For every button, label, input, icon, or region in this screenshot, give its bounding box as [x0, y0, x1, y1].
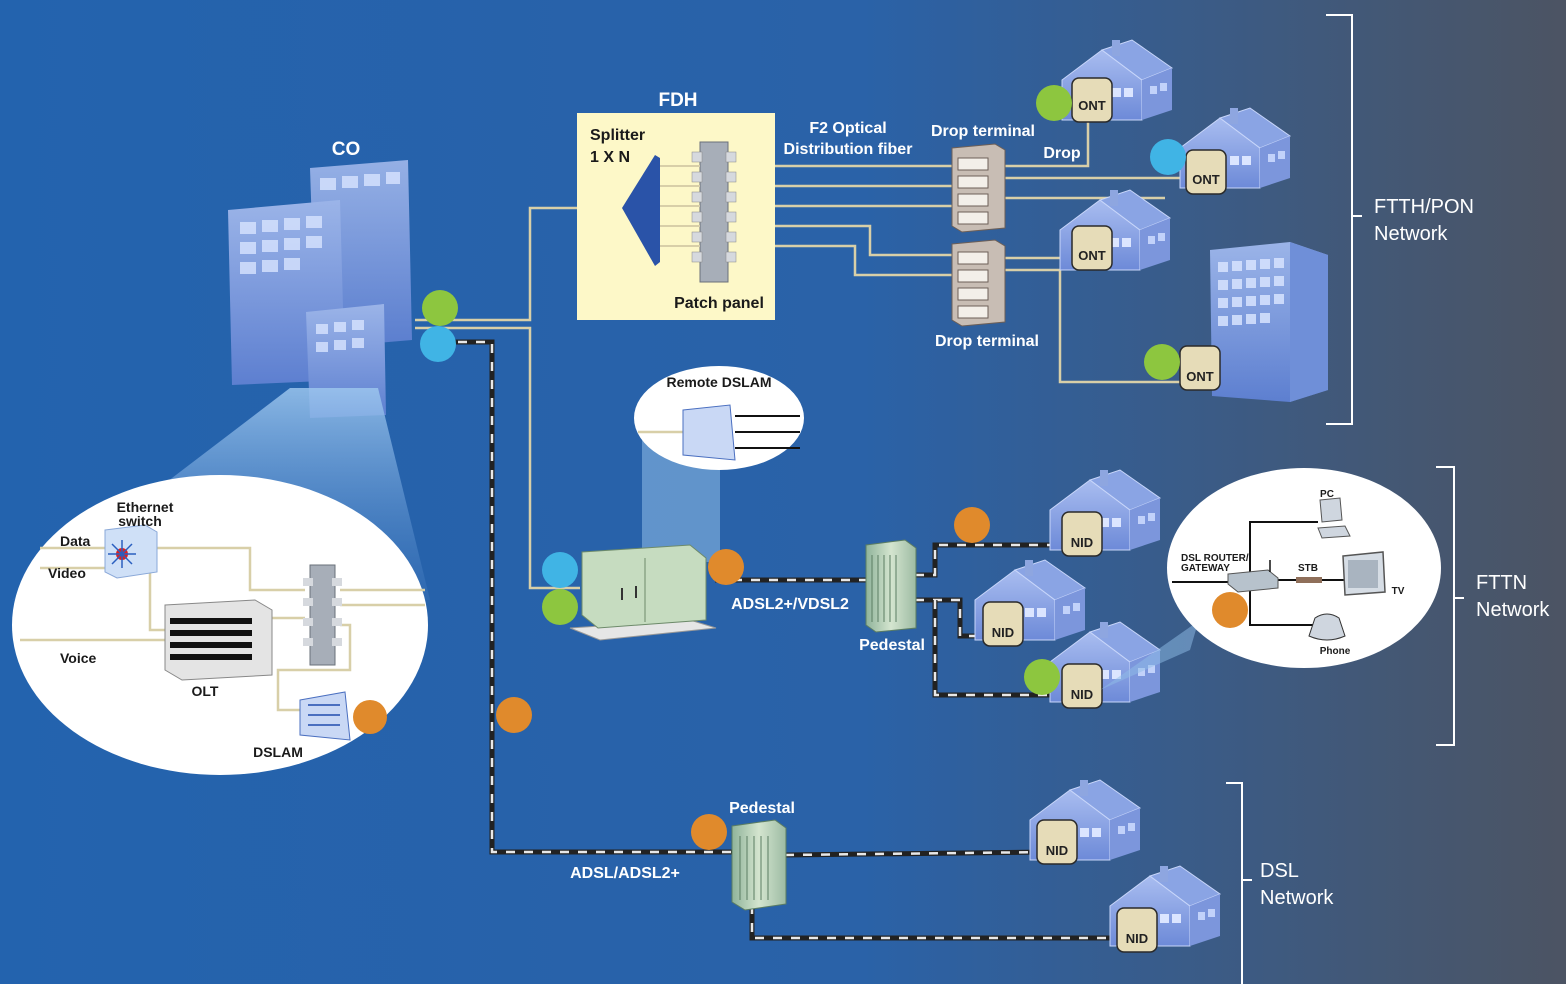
home-orange-marker — [1212, 592, 1248, 628]
svg-text:ONT: ONT — [1192, 172, 1220, 187]
copper-orange-marker — [496, 697, 532, 733]
ont-box-3: ONT — [1071, 225, 1113, 271]
splitter-label-2: 1 X N — [590, 149, 630, 166]
nid-box-3: NID — [1061, 663, 1103, 709]
home-zoom-cone — [1100, 480, 1240, 690]
svg-text:NID: NID — [992, 625, 1014, 640]
ftth-blue-marker — [1150, 139, 1186, 175]
fdh-cabinet — [577, 113, 775, 320]
router-label-2: GATEWAY — [1181, 563, 1230, 574]
adsl-adsl2-label: ADSL/ADSL2+ — [570, 865, 680, 882]
f2-label-1: F2 Optical — [809, 120, 886, 137]
drop-terminal-bottom — [951, 239, 1006, 327]
svg-text:NID: NID — [1071, 687, 1093, 702]
svg-text:NID: NID — [1046, 843, 1068, 858]
nid-box-1: NID — [1061, 511, 1103, 557]
co-detail-circle — [12, 475, 428, 775]
drop-terminal-top-label: Drop terminal — [931, 123, 1035, 140]
svg-text:ONT: ONT — [1078, 98, 1106, 113]
tv-label: TV — [1392, 586, 1405, 597]
ethernet-label-1: Ethernet — [117, 499, 174, 515]
router-label-1: DSL ROUTER/ — [1181, 553, 1249, 564]
svg-text:ONT: ONT — [1078, 248, 1106, 263]
ftth-apartment-building — [1210, 242, 1328, 402]
data-label: Data — [60, 533, 91, 549]
voice-label: Voice — [60, 650, 97, 666]
fttn-pedestal-label: Pedestal — [859, 637, 925, 654]
dsl-orange-marker — [691, 814, 727, 850]
ftth-green-marker-2 — [1144, 344, 1180, 380]
ftth-green-marker-1 — [1036, 85, 1072, 121]
dsl-network-label-2: Network — [1260, 887, 1334, 909]
stb-label: STB — [1298, 563, 1318, 574]
f2-label-2: Distribution fiber — [784, 141, 913, 158]
nid-box-5: NID — [1116, 907, 1158, 953]
ont-box-4: ONT — [1179, 345, 1221, 391]
drop-label: Drop — [1043, 145, 1081, 162]
nid-box-2: NID — [982, 601, 1024, 647]
co-green-marker — [422, 290, 458, 326]
olt-label: OLT — [192, 683, 219, 699]
svg-text:NID: NID — [1071, 535, 1093, 550]
co-label: CO — [332, 139, 361, 160]
ont-box-2: ONT — [1185, 149, 1227, 195]
nid-box-4: NID — [1036, 819, 1078, 865]
ftth-network-label-2: Network — [1374, 223, 1448, 245]
fttn-pedestal — [865, 539, 917, 633]
patch-panel-label: Patch panel — [674, 295, 764, 312]
video-label: Video — [48, 565, 86, 581]
adsl2-vdsl2-label: ADSL2+/VDSL2 — [731, 596, 849, 613]
phone-label: Phone — [1320, 646, 1351, 657]
remote-dslam-label: Remote DSLAM — [666, 374, 771, 390]
svg-text:ONT: ONT — [1186, 369, 1214, 384]
svg-text:NID: NID — [1126, 931, 1148, 946]
ont-box-1: ONT — [1071, 77, 1113, 123]
dsl-network-label-1: DSL — [1260, 860, 1299, 882]
fttn-network-label-1: FTTN — [1476, 572, 1527, 594]
dsl-pedestal — [731, 819, 787, 911]
fttn-green-marker — [1024, 659, 1060, 695]
dslam-orange-marker — [353, 700, 387, 734]
network-brackets — [1226, 14, 1464, 984]
co-blue-marker — [420, 326, 456, 362]
drop-terminal-bottom-label: Drop terminal — [935, 333, 1039, 350]
pc-label: PC — [1320, 489, 1334, 500]
remote-dslam-detail-circle — [634, 366, 804, 470]
ftth-network-label-1: FTTH/PON — [1374, 196, 1474, 218]
fdh-label: FDH — [658, 90, 697, 111]
remote-dslam-blue-marker — [542, 552, 578, 588]
dslam-label: DSLAM — [253, 744, 303, 760]
dsl-pedestal-label: Pedestal — [729, 800, 795, 817]
fttn-orange-marker — [954, 507, 990, 543]
remote-dslam-zoom — [642, 440, 720, 562]
remote-dslam-cabinet — [569, 544, 717, 641]
splitter-label-1: Splitter — [590, 127, 645, 144]
drop-terminal-top — [951, 143, 1006, 233]
home-detail-circle — [1167, 468, 1441, 668]
fttn-network-label-2: Network — [1476, 599, 1550, 621]
remote-dslam-green-marker — [542, 589, 578, 625]
remote-dslam-orange-marker — [708, 549, 744, 585]
co-buildings — [228, 160, 412, 418]
ethernet-label-2: switch — [118, 513, 162, 529]
